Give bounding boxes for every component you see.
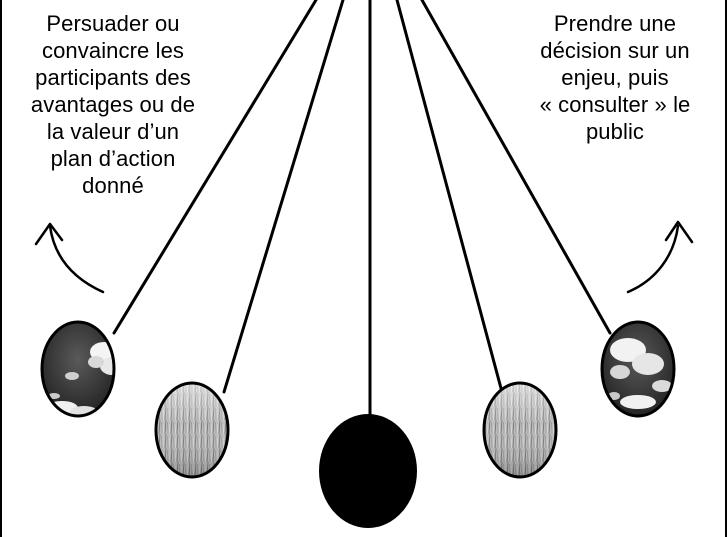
curved-arrow-up-right-icon: [626, 220, 694, 294]
caption-persuade: Persuader ou convaincre les participants…: [30, 11, 196, 198]
bob-sky-right: [600, 320, 676, 418]
string-right: [395, 0, 504, 394]
bob-center: [319, 414, 417, 528]
bob-grass-right: [482, 381, 558, 479]
bob-sky-left: [40, 320, 116, 418]
bob-grass-left: [154, 381, 230, 479]
string-far-left: [112, 0, 318, 335]
pendulum-strings: [112, 0, 612, 425]
curved-arrow-up-left-icon: [34, 222, 105, 294]
string-far-right: [420, 0, 612, 335]
string-left: [222, 0, 345, 394]
caption-decide-consult: Prendre une décision sur un enjeu, puis …: [539, 11, 691, 144]
